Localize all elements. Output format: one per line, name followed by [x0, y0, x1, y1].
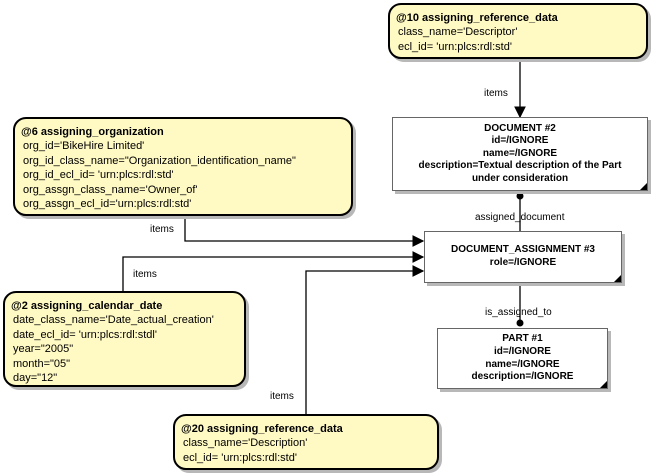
template-param: class_name='Description': [183, 437, 308, 449]
edge-is-assigned-to-dot: [516, 319, 524, 327]
edge-assigned-document-dot: [516, 192, 524, 200]
template-param: class_name='Descriptor': [398, 26, 518, 38]
entity-header: DOCUMENT #2: [484, 122, 556, 134]
template-param: year="2005": [13, 343, 74, 355]
corner-marker-icon: [640, 183, 647, 190]
template-param: date_class_name='Date_actual_creation': [13, 314, 214, 326]
template-param: org_id='BikeHire Limited': [23, 140, 145, 152]
entity-attr: description=/IGNORE: [471, 371, 574, 383]
entity-attr: name=/IGNORE: [482, 147, 558, 159]
template-param: ecl_id= 'urn:plcs:rdl:std': [183, 451, 297, 464]
edge-label-assigned-document: assigned_document: [475, 212, 565, 223]
template-ref10[interactable]: @10 assigning_reference_data class_name=…: [388, 3, 648, 59]
template-org6[interactable]: @6 assigning_organization org_id='BikeHi…: [13, 117, 353, 216]
template-title: @10 assigning_reference_data: [396, 12, 558, 24]
edge-label-items: items: [133, 269, 157, 280]
entity-part[interactable]: PART #1 id=/IGNORE name=/IGNORE descript…: [437, 328, 608, 389]
entity-header: DOCUMENT_ASSIGNMENT #3: [451, 244, 595, 256]
corner-marker-icon: [600, 381, 607, 388]
template-param: org_assgn_class_name='Owner_of': [23, 183, 198, 196]
edge-label-items: items: [484, 88, 508, 99]
template-date2[interactable]: @2 assigning_calendar_date date_class_na…: [3, 291, 246, 387]
edge-label-items: items: [150, 224, 174, 235]
entity-attr: id=/IGNORE: [491, 135, 549, 147]
entity-attr: role=/IGNORE: [489, 257, 557, 268]
template-ref20[interactable]: @20 assigning_reference_data class_name=…: [173, 414, 439, 470]
template-title: @6 assigning_organization: [21, 126, 164, 138]
entity-attr: id=/IGNORE: [494, 345, 551, 357]
entity-attr: under consideration: [471, 172, 569, 184]
template-param: month="05": [13, 357, 71, 370]
template-title: @20 assigning_reference_data: [181, 423, 343, 435]
template-title: @2 assigning_calendar_date: [11, 300, 163, 312]
template-param: org_id_class_name="Organization_identifi…: [23, 154, 296, 167]
entity-header: PART #1: [502, 333, 543, 345]
template-param: date_ecl_id= 'urn:plcs:rdl:stdl': [13, 328, 157, 341]
template-param: org_id_ecl_id= 'urn:plcs:rdl:std': [23, 169, 174, 181]
edge-date2-to-docassign: [122, 251, 425, 291]
entity-document[interactable]: DOCUMENT #2 id=/IGNORE name=/IGNORE desc…: [392, 117, 648, 191]
entity-attr: name=/IGNORE: [485, 358, 560, 370]
edge-label-items: items: [270, 391, 294, 402]
edge-ref20-to-docassign: [305, 265, 425, 414]
template-param: day="12": [13, 372, 58, 384]
corner-marker-icon: [614, 275, 621, 282]
edge-org6-to-docassign: [184, 216, 425, 247]
entity-attr: description=Textual description of the P…: [418, 160, 622, 172]
template-param: org_assgn_ecl_id='urn:plcs:rdl:std': [23, 198, 192, 210]
edge-label-is-assigned-to: is_assigned_to: [485, 307, 552, 318]
template-param: ecl_id= 'urn:plcs:rdl:std': [398, 40, 512, 53]
entity-document-assignment[interactable]: DOCUMENT_ASSIGNMENT #3 role=/IGNORE: [424, 231, 622, 283]
